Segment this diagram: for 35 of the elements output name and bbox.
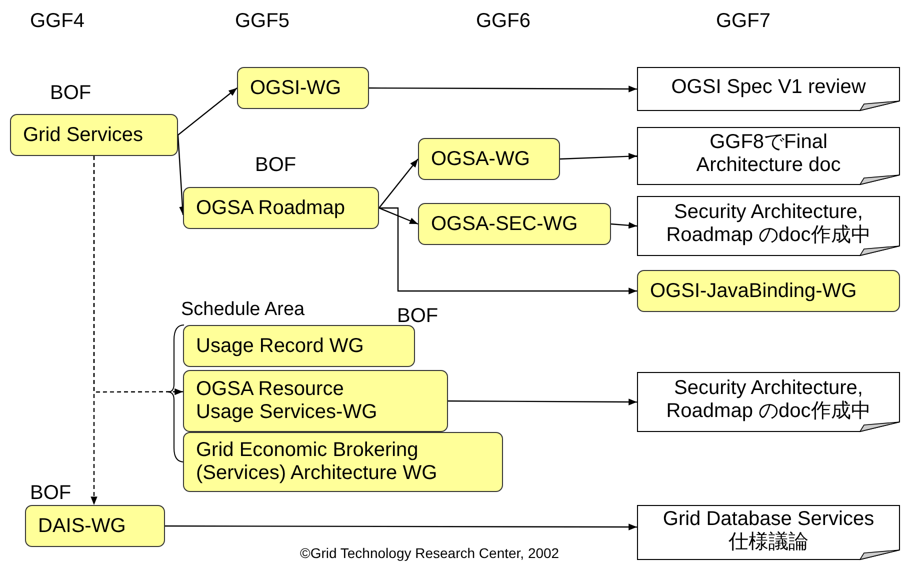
arrow (369, 86, 637, 92)
note-box: Security Architecture, Roadmap のdoc作成中 (637, 372, 900, 432)
node-caption: BOF (30, 482, 72, 505)
group-box: Grid Economic Brokering (Services) Architecture WG (183, 432, 503, 492)
node-caption: BOF (255, 154, 296, 177)
group-box: OGSI-JavaBinding-WG (637, 270, 900, 312)
group-label: Schedule Area (181, 299, 305, 321)
arrow (610, 222, 638, 229)
column-heading: GGF4 (30, 10, 84, 33)
group-box: OGSA Roadmap (183, 187, 379, 229)
group-box: OGSA-WG (418, 138, 560, 180)
arrow (178, 88, 238, 136)
dashed-arrow (90, 156, 98, 505)
copyright-note: ©Grid Technology Research Center, 2002 (300, 545, 560, 561)
arrow (378, 207, 418, 225)
group-box: Grid Services (10, 114, 178, 156)
arrow (379, 207, 637, 294)
group-box: OGSA Resource Usage Services-WG (183, 370, 448, 432)
note-box: Security Architecture, Roadmap のdoc作成中 (637, 196, 900, 256)
arrow (560, 152, 638, 160)
column-heading: GGF6 (476, 10, 530, 33)
column-heading: GGF7 (716, 10, 770, 33)
arrow (448, 398, 637, 406)
note-box: GGF8でFinal Architecture doc (637, 127, 900, 185)
group-box: OGSI-WG (237, 67, 369, 109)
note-box: Grid Database Services 仕様議論 (637, 505, 900, 560)
group-box: OGSA-SEC-WG (418, 203, 611, 245)
arrow (165, 524, 637, 530)
node-caption: BOF (397, 305, 438, 328)
arrow (378, 158, 418, 208)
group-box: DAIS-WG (25, 505, 165, 547)
column-heading: GGF5 (235, 10, 290, 33)
node-caption: BOF (50, 82, 92, 105)
note-box: OGSI Spec V1 review (637, 67, 900, 111)
group-box: Usage Record WG (183, 325, 415, 367)
